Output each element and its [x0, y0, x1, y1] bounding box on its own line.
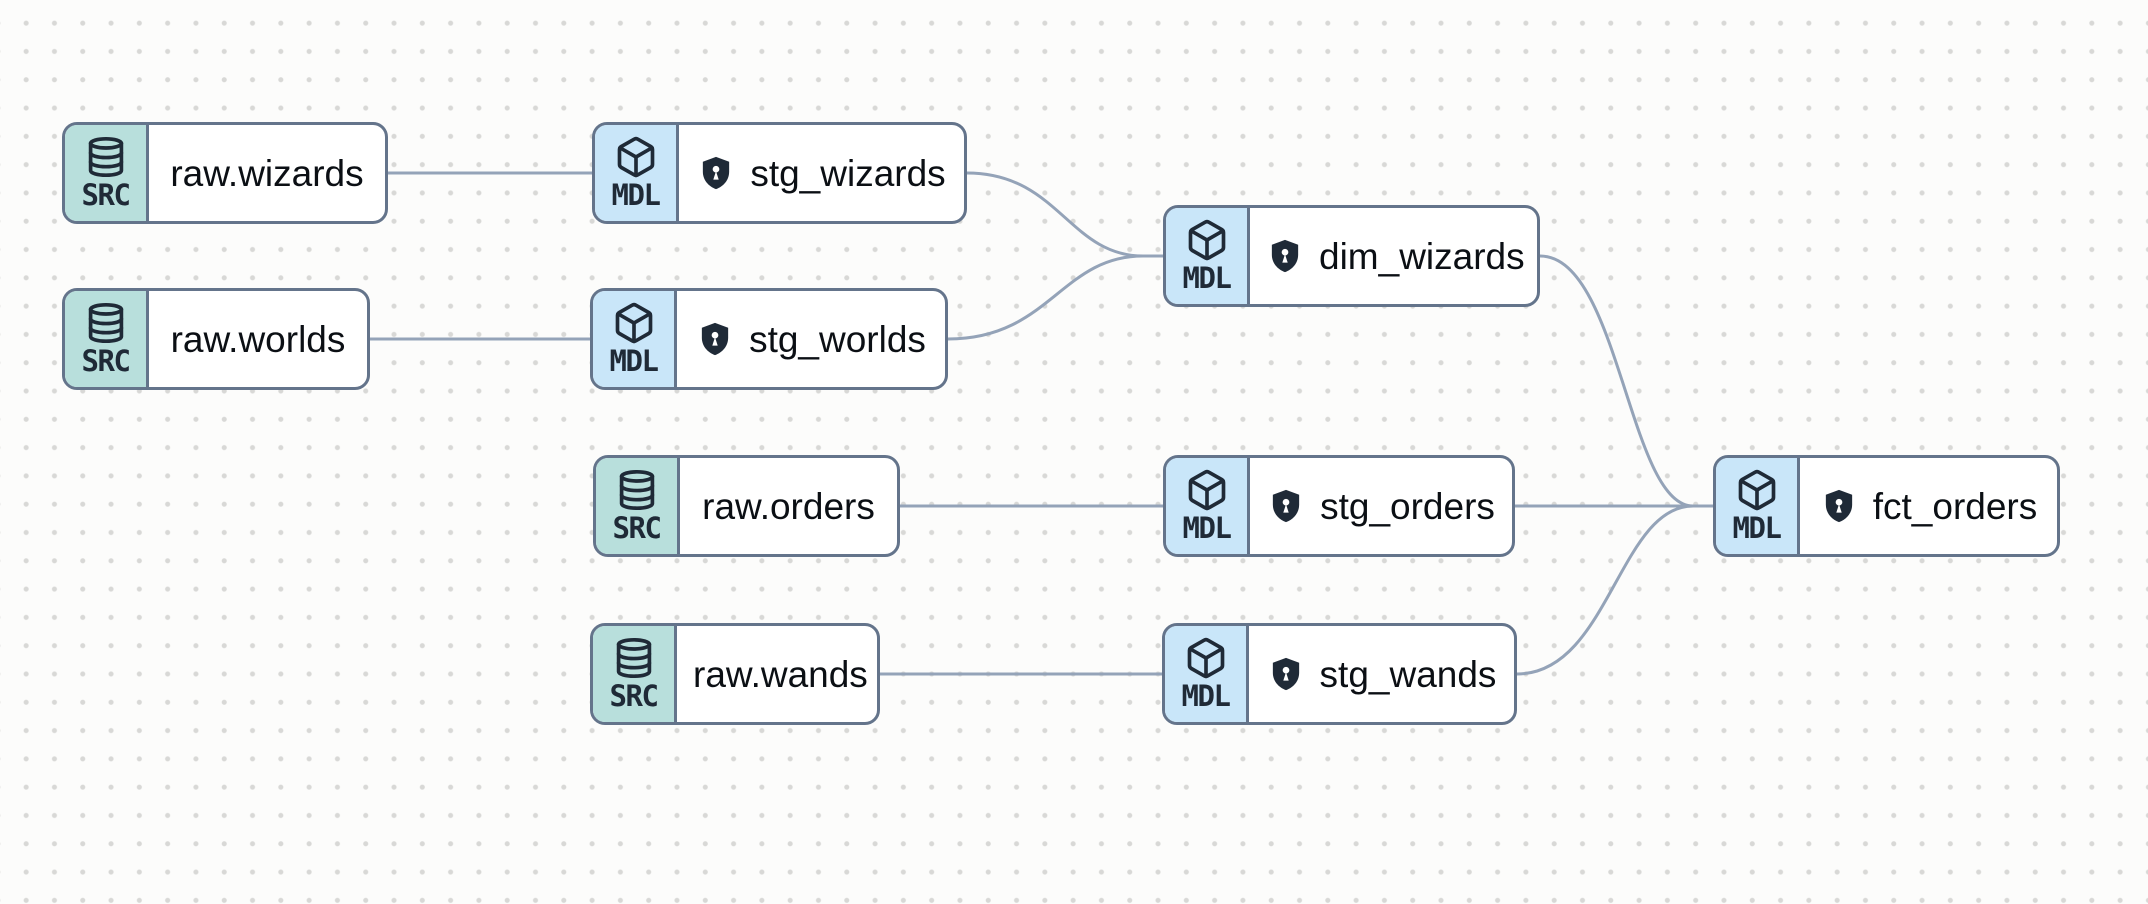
- node-label: dim_wizards: [1319, 235, 1525, 277]
- node-type-badge: MDL: [1166, 208, 1250, 304]
- node-label: raw.wands: [693, 653, 868, 695]
- node-label: stg_wands: [1319, 653, 1497, 695]
- node-type-label: MDL: [609, 343, 659, 378]
- shield-lock-icon: [697, 154, 735, 192]
- node-type-label: MDL: [1732, 510, 1782, 545]
- node-fct_orders[interactable]: MDL fct_orders: [1713, 455, 2060, 557]
- node-body: fct_orders: [1800, 458, 2057, 554]
- shield-lock-icon: [1820, 487, 1858, 525]
- node-label: stg_orders: [1320, 485, 1495, 527]
- node-type-label: MDL: [611, 177, 661, 212]
- node-type-label: MDL: [1181, 678, 1231, 713]
- node-type-label: SRC: [609, 678, 659, 713]
- node-label: raw.wizards: [170, 152, 364, 194]
- node-body: raw.worlds: [149, 291, 367, 387]
- node-body: raw.wizards: [149, 125, 385, 221]
- node-label: raw.orders: [702, 485, 875, 527]
- node-stg_wands[interactable]: MDL stg_wands: [1162, 623, 1517, 725]
- node-type-badge: MDL: [595, 125, 679, 221]
- edge-dim_wizards-to-fct_orders: [1538, 254, 1715, 508]
- node-type-label: MDL: [1182, 510, 1232, 545]
- cube-icon: [1185, 218, 1229, 262]
- node-type-badge: MDL: [1716, 458, 1800, 554]
- node-label: raw.worlds: [170, 318, 346, 360]
- node-body: raw.orders: [680, 458, 897, 554]
- node-raw_orders[interactable]: SRC raw.orders: [593, 455, 900, 557]
- shield-lock-icon: [696, 320, 734, 358]
- node-body: raw.wands: [677, 626, 877, 722]
- node-type-badge: SRC: [596, 458, 680, 554]
- node-raw_wands[interactable]: SRC raw.wands: [590, 623, 880, 725]
- node-body: stg_wands: [1249, 626, 1514, 722]
- edge-stg_wands-to-fct_orders: [1515, 504, 1715, 676]
- node-body: stg_wizards: [679, 125, 964, 221]
- node-label: fct_orders: [1872, 485, 2038, 527]
- node-type-badge: SRC: [593, 626, 677, 722]
- node-stg_wizards[interactable]: MDL stg_wizards: [592, 122, 967, 224]
- database-icon: [84, 301, 128, 345]
- database-icon: [612, 636, 656, 680]
- node-type-label: MDL: [1182, 260, 1232, 295]
- node-stg_orders[interactable]: MDL stg_orders: [1163, 455, 1515, 557]
- shield-lock-icon: [1267, 655, 1305, 693]
- node-stg_worlds[interactable]: MDL stg_worlds: [590, 288, 948, 390]
- node-raw_worlds[interactable]: SRC raw.worlds: [62, 288, 370, 390]
- node-label: stg_worlds: [749, 318, 926, 360]
- node-type-label: SRC: [81, 343, 131, 378]
- node-raw_wizards[interactable]: SRC raw.wizards: [62, 122, 388, 224]
- node-type-badge: MDL: [1166, 458, 1250, 554]
- node-type-badge: MDL: [1165, 626, 1249, 722]
- shield-lock-icon: [1267, 487, 1305, 525]
- cube-icon: [1184, 636, 1228, 680]
- node-dim_wizards[interactable]: MDL dim_wizards: [1163, 205, 1540, 307]
- edge-stg_worlds-to-dim_wizards: [946, 254, 1165, 341]
- node-body: dim_wizards: [1250, 208, 1537, 304]
- cube-icon: [614, 135, 658, 179]
- cube-icon: [612, 301, 656, 345]
- node-type-label: SRC: [81, 177, 131, 212]
- node-label: stg_wizards: [750, 152, 946, 194]
- cube-icon: [1185, 468, 1229, 512]
- node-type-badge: SRC: [65, 291, 149, 387]
- node-type-badge: MDL: [593, 291, 677, 387]
- cube-icon: [1735, 468, 1779, 512]
- database-icon: [84, 135, 128, 179]
- node-body: stg_worlds: [677, 291, 945, 387]
- edge-stg_wizards-to-dim_wizards: [965, 171, 1165, 258]
- shield-lock-icon: [1266, 237, 1304, 275]
- node-type-label: SRC: [612, 510, 662, 545]
- database-icon: [615, 468, 659, 512]
- node-body: stg_orders: [1250, 458, 1512, 554]
- node-type-badge: SRC: [65, 125, 149, 221]
